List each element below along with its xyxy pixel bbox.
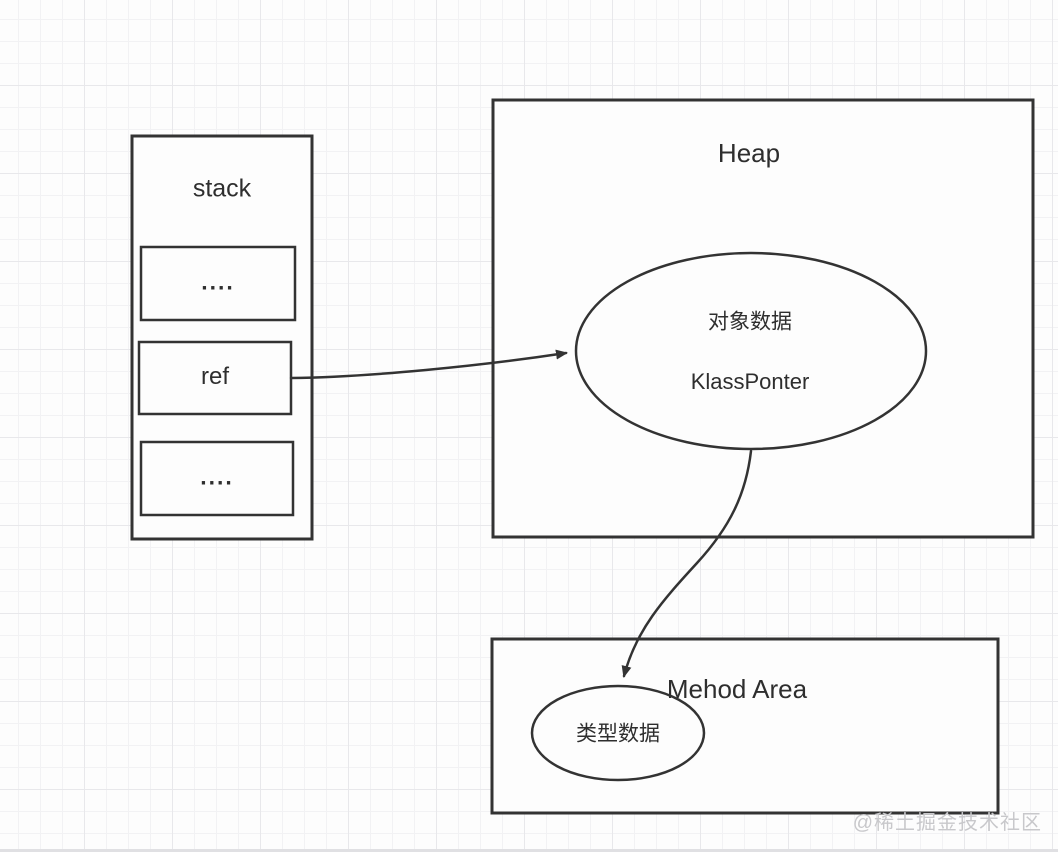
stack-slot-ref-label: ref: [200, 363, 230, 390]
stack-slot-top: [139, 245, 297, 322]
type-data-label: 类型数据: [576, 722, 660, 746]
arrow-object-to-type: [621, 449, 753, 678]
method-area-title: Mehod Area: [666, 674, 808, 704]
stack-title: stack: [192, 174, 252, 203]
stack-box: [130, 134, 314, 541]
stack-slot-top-label: ....: [201, 268, 235, 295]
stack-slot-bottom-label: ....: [200, 463, 234, 490]
method-area-type-ellipse: [530, 684, 706, 782]
klass-pointer-label: KlassPonter: [690, 369, 810, 394]
stack-slot-bottom: [139, 440, 295, 517]
bottom-edge-divider: [0, 849, 1058, 852]
object-data-label: 对象数据: [708, 310, 792, 334]
heap-object-ellipse: [574, 251, 928, 451]
heap-title: Heap: [717, 138, 781, 168]
watermark: @稀土掘金技术社区: [852, 812, 1042, 834]
arrow-ref-to-object: [289, 349, 568, 380]
